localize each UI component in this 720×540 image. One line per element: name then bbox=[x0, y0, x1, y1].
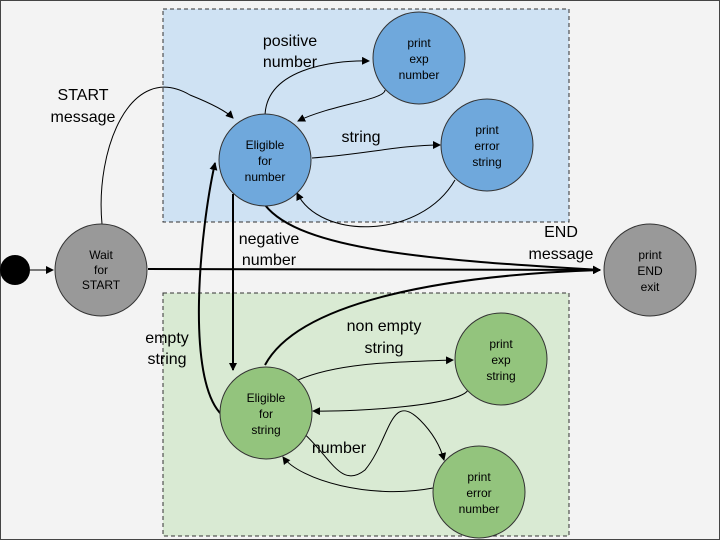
node-wait-line3: START bbox=[82, 278, 121, 292]
node-print-end-line1: print bbox=[638, 248, 662, 262]
label-positive-number-line1: positive bbox=[263, 33, 317, 50]
node-eligible-number-line3: number bbox=[245, 170, 286, 184]
node-wait-line2: for bbox=[94, 263, 108, 277]
node-print-end-line3: exit bbox=[641, 280, 660, 294]
node-print-error-number-line1: print bbox=[467, 470, 491, 484]
node-wait-for-start: Wait for START bbox=[54, 223, 148, 317]
label-empty-string-line2: string bbox=[147, 351, 186, 368]
edge-exp-string-return bbox=[312, 389, 469, 416]
label-empty-string-line1: empty bbox=[145, 330, 189, 347]
node-eligible-string-line3: string bbox=[251, 423, 280, 437]
node-print-error-string-line3: string bbox=[472, 155, 501, 169]
edge-error-number-return bbox=[282, 456, 434, 493]
edge-non-empty-string bbox=[297, 356, 454, 381]
node-eligible-string-line2: for bbox=[259, 407, 273, 421]
edge-string bbox=[311, 141, 441, 159]
edge-end-from-number bbox=[264, 204, 601, 274]
label-string: string bbox=[341, 129, 380, 146]
edge-start-message bbox=[100, 86, 234, 225]
node-print-error-number-line3: number bbox=[459, 502, 500, 516]
edge-empty-string bbox=[197, 162, 223, 416]
node-print-exp-number-line2: exp bbox=[409, 52, 429, 66]
edge-error-string-return bbox=[296, 179, 456, 228]
edge-end-from-string bbox=[264, 266, 601, 366]
edge-number bbox=[299, 410, 447, 477]
label-number: number bbox=[312, 440, 367, 457]
label-negative-number-line1: negative bbox=[239, 231, 300, 248]
node-eligible-for-string: Eligible for string bbox=[219, 366, 313, 460]
node-print-exp-number-line1: print bbox=[407, 36, 431, 50]
label-end-message-line1: END bbox=[544, 224, 578, 241]
label-non-empty-string-line1: non empty bbox=[347, 318, 422, 335]
node-print-error-number-line2: error bbox=[466, 486, 491, 500]
node-wait-line1: Wait bbox=[89, 248, 113, 262]
label-positive-number-line2: number bbox=[263, 54, 318, 71]
node-print-end-line2: END bbox=[637, 264, 663, 278]
node-print-exp-string-line1: print bbox=[489, 337, 513, 351]
node-eligible-number-line2: for bbox=[258, 154, 272, 168]
edge-positive-number bbox=[264, 56, 370, 118]
node-print-exp-number-line3: number bbox=[399, 68, 440, 82]
edge-wait-end bbox=[147, 265, 601, 274]
label-non-empty-string-line2: string bbox=[364, 340, 403, 357]
start-dot bbox=[0, 255, 30, 285]
label-negative-number-line2: number bbox=[242, 252, 297, 269]
node-print-exp-string-line3: string bbox=[486, 369, 515, 383]
node-print-error-number: print error number bbox=[432, 445, 526, 539]
node-eligible-string-line1: Eligible bbox=[247, 391, 286, 405]
node-print-exp-string-line2: exp bbox=[491, 353, 511, 367]
node-eligible-for-number: Eligible for number bbox=[218, 113, 312, 207]
node-print-exp-string: print exp string bbox=[454, 312, 548, 406]
label-start-message-line2: message bbox=[51, 109, 116, 126]
edge-exp-number-return bbox=[297, 89, 386, 122]
node-print-error-string: print error string bbox=[440, 98, 534, 192]
label-start-message-line1: START bbox=[58, 87, 109, 104]
label-end-message-line2: message bbox=[529, 246, 594, 263]
node-print-error-string-line2: error bbox=[474, 139, 499, 153]
node-print-end-exit: print END exit bbox=[603, 223, 697, 317]
node-eligible-number-line1: Eligible bbox=[246, 138, 285, 152]
node-print-exp-number: print exp number bbox=[372, 11, 466, 105]
node-print-error-string-line1: print bbox=[475, 123, 499, 137]
